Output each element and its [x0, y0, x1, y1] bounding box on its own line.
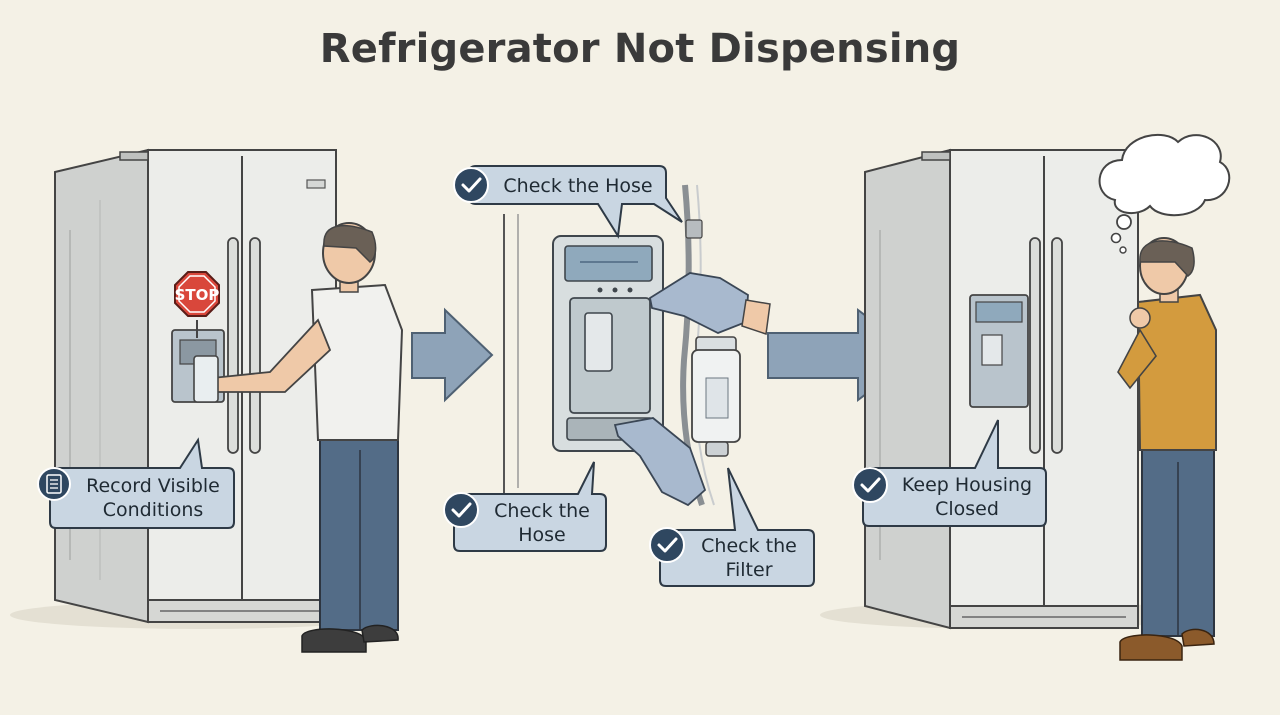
callout-filter-line1: Check the [701, 535, 797, 557]
callout-record-line1: Record Visible [86, 475, 220, 497]
callout-record-line2: Conditions [102, 499, 204, 521]
page-title: Refrigerator Not Dispensing [319, 26, 961, 72]
check-icon [649, 527, 685, 563]
person-right [1117, 237, 1217, 661]
check-icon [443, 492, 479, 528]
callout-record-shape [37, 437, 235, 529]
callout-keep-housing-closed: Keep Housing Closed [888, 470, 1046, 524]
callout-filter-shape [649, 467, 815, 587]
stop-sign: STOP [174, 271, 220, 338]
callout-check-hose-bottom: Check the Hose [478, 496, 606, 549]
callout-filter-line2: Filter [725, 559, 773, 581]
person-left [193, 222, 404, 653]
stop-sign-text: STOP [175, 286, 220, 304]
dispenser-closeup [503, 184, 771, 507]
check-icon [852, 467, 888, 503]
thought-bubble [1098, 133, 1231, 254]
callout-hose-bottom-line2: Hose [518, 523, 566, 546]
callout-record-visible-conditions: Record Visible Conditions [72, 470, 234, 526]
callout-housing-shape [852, 419, 1047, 527]
callout-hose-bottom-line1: Check the [494, 499, 590, 522]
callout-check-filter: Check the Filter [684, 532, 814, 584]
callout-hose-bottom-shape [443, 461, 607, 552]
callout-hose-top-line1: Check the Hose [503, 175, 653, 197]
fridge-right [864, 148, 1139, 630]
callout-hose-top-shape [453, 165, 683, 239]
callout-check-hose-top: Check the Hose [490, 170, 666, 202]
flow-arrow-1 [411, 307, 494, 403]
check-icon [453, 167, 489, 203]
callout-housing-line1: Keep Housing [901, 474, 1033, 496]
callout-housing-line2: Closed [935, 498, 999, 520]
